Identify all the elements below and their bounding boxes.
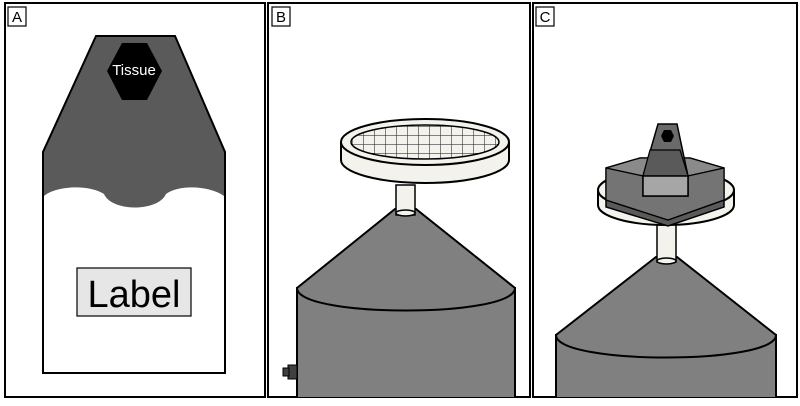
- panel-c: C: [532, 2, 798, 398]
- mounted-block: [605, 123, 725, 227]
- panel-a: Tissue Label A: [4, 2, 266, 398]
- tissue-hexagon: [107, 43, 162, 100]
- panel-a-letter: A: [12, 9, 22, 26]
- label-box: [76, 267, 192, 317]
- tissue-hexagon-small: [661, 130, 674, 142]
- tissue-label: Tissue: [112, 62, 156, 79]
- chuck-cone-c: [554, 256, 778, 359]
- panel-b: B: [267, 2, 531, 398]
- panel-c-letter: C: [540, 9, 551, 26]
- panel-b-letter: B: [276, 9, 286, 26]
- chuck-grid-surface: [351, 125, 499, 159]
- chuck-stem-c: [656, 223, 677, 263]
- panel-b-letter-box: [271, 6, 291, 27]
- chuck-cone: [295, 208, 517, 312]
- panel-c-letter-box: [535, 6, 555, 27]
- panel-a-letter-box: [7, 6, 27, 27]
- label-text: Label: [88, 274, 181, 316]
